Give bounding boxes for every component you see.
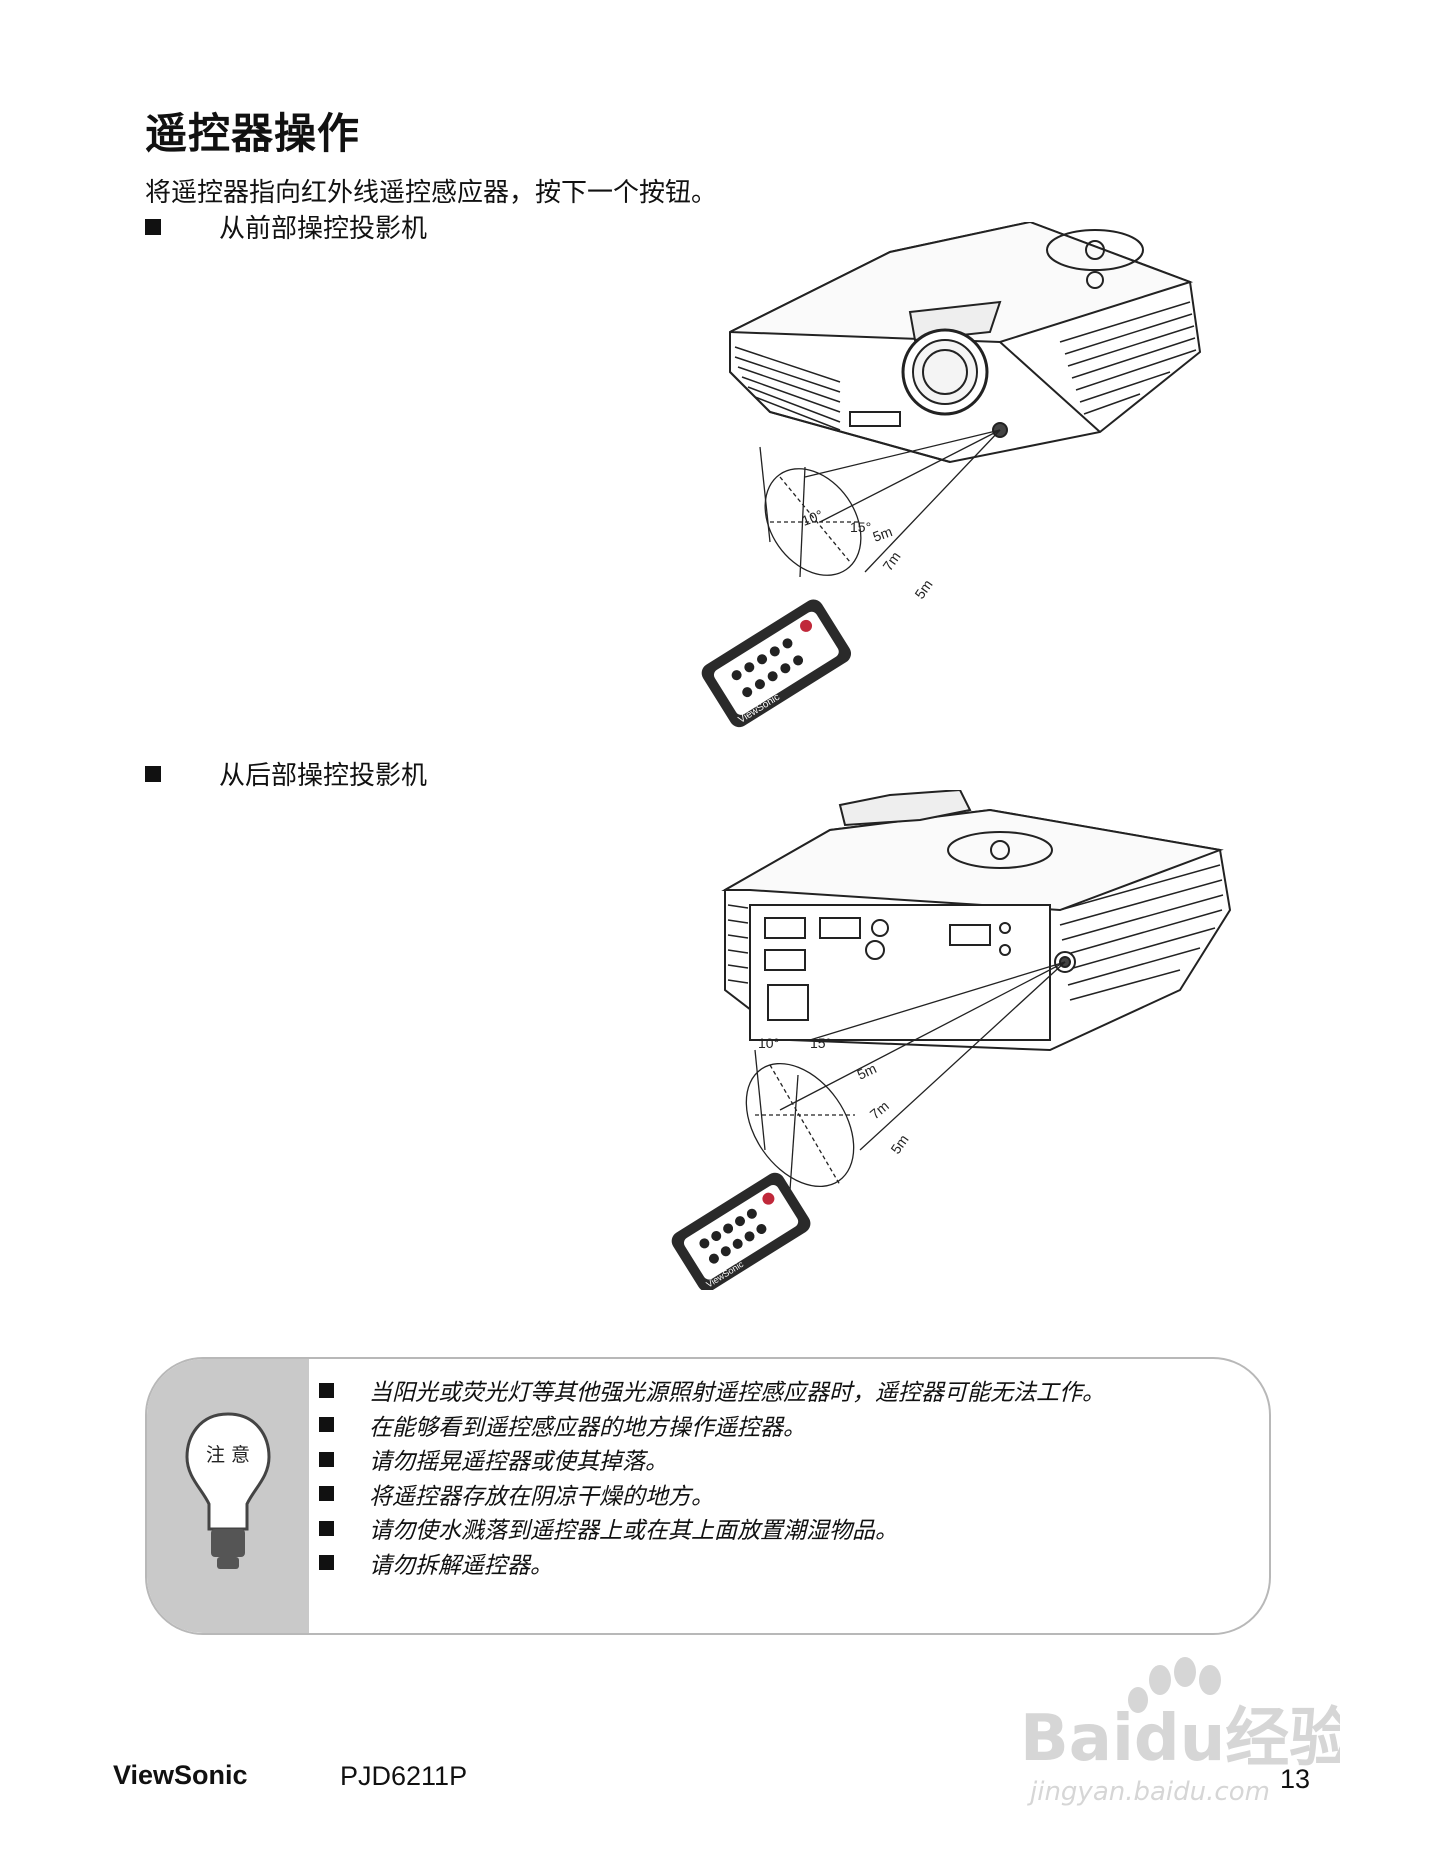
note-item-text: 请勿摇晃遥控器或使其掉落。 bbox=[369, 1449, 668, 1476]
section-rear-label: 从后部操控投影机 bbox=[219, 761, 428, 791]
rear-angle-left: 10° bbox=[758, 1035, 779, 1051]
baidu-jingyan-watermark: Baidu经验 jingyan.baidu.com bbox=[1010, 1650, 1353, 1814]
note-item: 请勿摇晃遥控器或使其掉落。 bbox=[319, 1442, 1105, 1477]
bullet-square-icon bbox=[319, 1520, 334, 1536]
bullet-square-icon bbox=[319, 1382, 334, 1398]
bullet-square-icon bbox=[319, 1451, 334, 1467]
watermark-logo: Baidu经验 bbox=[1020, 1702, 1340, 1776]
note-box: 注 意 当阳光或荧光灯等其他强光源照射遥控感应器时，遥控器可能无法工作。 在能够… bbox=[145, 1357, 1271, 1635]
section-front: 从前部操控投影机 bbox=[145, 208, 427, 245]
section-rear: 从后部操控投影机 bbox=[145, 755, 427, 792]
section-front-label: 从前部操控投影机 bbox=[219, 214, 428, 244]
front-angle-left: 10° bbox=[800, 507, 825, 529]
note-item: 请勿拆解遥控器。 bbox=[319, 1546, 1105, 1581]
rear-angle-right: 15° bbox=[810, 1035, 831, 1051]
front-angle-right: 15° bbox=[850, 519, 871, 535]
bullet-square-icon bbox=[319, 1486, 334, 1502]
footer-model: PJD6211P bbox=[340, 1761, 468, 1791]
note-item-text: 请勿使水溅落到遥控器上或在其上面放置潮湿物品。 bbox=[369, 1518, 898, 1545]
rear-dist-b: 7m bbox=[867, 1098, 892, 1123]
baidu-paw-logo-icon: Baidu经验 jingyan.baidu.com bbox=[1020, 1657, 1353, 1807]
rear-projector-figure: 10° 15° 5m 7m 5m ViewSonic bbox=[660, 790, 1240, 1290]
watermark-url: jingyan.baidu.com bbox=[1027, 1777, 1270, 1807]
note-item: 请勿使水溅落到遥控器上或在其上面放置潮湿物品。 bbox=[319, 1511, 1105, 1546]
front-dist-c: 5m bbox=[911, 577, 935, 602]
note-sidebar: 注 意 bbox=[147, 1359, 309, 1633]
note-item: 在能够看到遥控感应器的地方操作遥控器。 bbox=[319, 1408, 1105, 1443]
rear-dist-a: 5m bbox=[855, 1060, 879, 1083]
front-dist-a: 5m bbox=[871, 523, 895, 545]
note-item-text: 将遥控器存放在阴凉干燥的地方。 bbox=[369, 1483, 714, 1510]
footer-brand: ViewSonic bbox=[113, 1760, 248, 1790]
note-item-text: 当阳光或荧光灯等其他强光源照射遥控感应器时，遥控器可能无法工作。 bbox=[369, 1380, 1105, 1407]
note-item-text: 请勿拆解遥控器。 bbox=[369, 1552, 553, 1579]
lightbulb-icon: 注 意 bbox=[185, 1412, 271, 1569]
note-list: 当阳光或荧光灯等其他强光源照射遥控感应器时，遥控器可能无法工作。 在能够看到遥控… bbox=[319, 1373, 1105, 1580]
front-projector-figure: 10° 15° 5m 7m 5m ViewSonic bbox=[700, 222, 1220, 742]
note-item-text: 在能够看到遥控感应器的地方操作遥控器。 bbox=[369, 1414, 806, 1441]
intro-text: 将遥控器指向红外线遥控感应器，按下一个按钮。 bbox=[145, 178, 718, 208]
front-projector-diagram: 10° 15° 5m 7m 5m ViewSonic bbox=[701, 222, 1202, 728]
page-number: 13 bbox=[1280, 1764, 1311, 1794]
note-badge: 注 意 bbox=[206, 1444, 250, 1466]
bullet-square-icon bbox=[145, 218, 161, 235]
rear-projector-diagram: 10° 15° 5m 7m 5m ViewSonic bbox=[671, 790, 1232, 1290]
rear-dist-c: 5m bbox=[887, 1132, 911, 1157]
bullet-square-icon bbox=[319, 1417, 334, 1433]
page-title: 遥控器操作 bbox=[145, 109, 361, 158]
bullet-square-icon bbox=[319, 1555, 334, 1571]
note-item: 当阳光或荧光灯等其他强光源照射遥控感应器时，遥控器可能无法工作。 bbox=[319, 1373, 1105, 1408]
bullet-square-icon bbox=[145, 765, 161, 782]
note-item: 将遥控器存放在阴凉干燥的地方。 bbox=[319, 1477, 1105, 1512]
